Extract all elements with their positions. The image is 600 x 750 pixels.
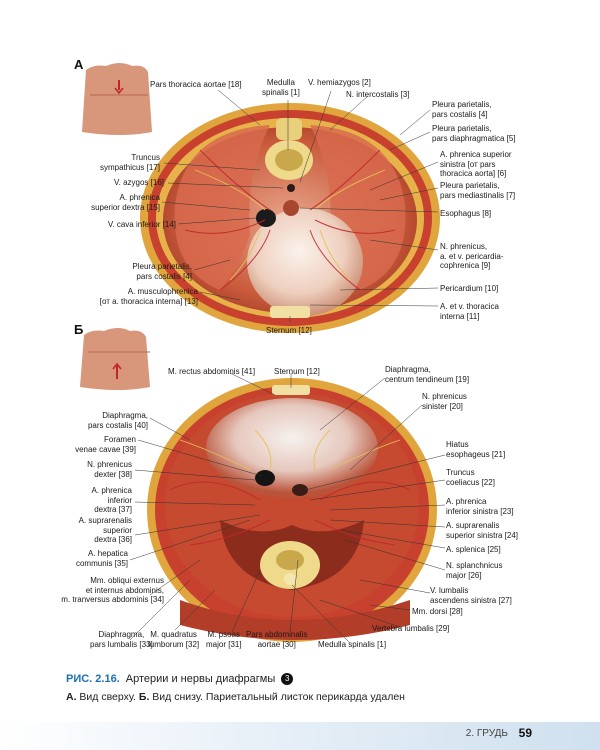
figure-caption: РИС. 2.16. Артерии и нервы диафрагмы 3 bbox=[66, 673, 294, 686]
label-sternum-b: Sternum [12] bbox=[274, 367, 320, 376]
panel-a-cross-section bbox=[82, 63, 440, 333]
vena-cava-a bbox=[256, 209, 276, 227]
label-pleura-costalis-left: Pleura parietalis, pars costalis [4] bbox=[132, 262, 192, 281]
section-name: 2. ГРУДЬ bbox=[465, 728, 508, 739]
label-pericardium: Pericardium [10] bbox=[440, 284, 499, 293]
label-centrum: Diaphragma, centrum tendineum [19] bbox=[385, 365, 470, 384]
page-number: 59 bbox=[518, 726, 532, 740]
torso-thumbnail-a bbox=[82, 63, 152, 135]
label-medulla-a: Medulla spinalis [1] bbox=[262, 78, 300, 97]
label-dorsi: Mm. dorsi [28] bbox=[412, 607, 463, 616]
figure-title: Артерии и нервы диафрагмы bbox=[125, 673, 276, 685]
label-costalis-b: Diaphragma, pars costalis [40] bbox=[87, 411, 148, 430]
label-hepatica: A. hepatica communis [35] bbox=[75, 549, 128, 568]
sub-a-text: Вид сверху. bbox=[79, 691, 136, 703]
panel-b-cross-section bbox=[80, 328, 446, 644]
label-esophagus: Esophagus [8] bbox=[440, 209, 492, 218]
label-thoracica-interna: A. et v. thoracica interna [11] bbox=[440, 302, 499, 321]
label-pleura-mediast: Pleura parietalis, pars mediastinalis [7… bbox=[440, 181, 516, 200]
label-lumbalis: V. lumbalis ascendens sinistra [27] bbox=[430, 586, 512, 605]
panel-letter-b: Б bbox=[74, 322, 84, 337]
label-suprarenalis-sin: A. suprarenalis superior sinistra [24] bbox=[446, 521, 519, 540]
figure-illustration bbox=[80, 63, 446, 644]
torso-thumbnail-b bbox=[80, 328, 150, 390]
label-lumbalis-diaphr: Diaphragma, pars lumbalis [33] bbox=[90, 630, 153, 649]
label-phrenica-sup-sin: A. phrenica superior sinistra [от pars t… bbox=[440, 150, 512, 178]
label-pleura-diaphr: Pleura parietalis, pars diaphragmatica [… bbox=[432, 124, 516, 143]
label-vena-cava-a: V. cava inferior [14] bbox=[107, 220, 176, 229]
label-hemiazygos: V. hemiazygos [2] bbox=[308, 78, 371, 87]
mm-dorsi-b bbox=[180, 600, 410, 640]
label-splanchnicus: N. splanchnicus major [26] bbox=[446, 561, 503, 580]
info-icon[interactable]: 3 bbox=[281, 673, 294, 686]
label-pars-abdominalis: Pars abdominalis aortae [30] bbox=[246, 630, 308, 649]
pericardium-a bbox=[247, 208, 363, 316]
label-azygos: V. azygos [16] bbox=[114, 178, 164, 187]
figure-number: РИС. 2.16. bbox=[66, 673, 120, 685]
label-phrenicus-a: N. phrenicus, a. et v. pericardia- cophr… bbox=[440, 242, 504, 270]
label-phrenica-inf-dex: A. phrenica inferior dextra [37] bbox=[91, 486, 132, 514]
centrum-tendineum-b bbox=[206, 398, 378, 498]
label-pars-thoracica: Pars thoracica aortae [18] bbox=[150, 80, 242, 89]
label-quadratus: M. quadratus lumborum [32] bbox=[148, 630, 200, 649]
label-intercostalis: N. intercostalis [3] bbox=[346, 90, 410, 99]
label-phrenica-inf-sin: A. phrenica inferior sinistra [23] bbox=[446, 497, 514, 516]
label-phrenica-dextra: A. phrenica superior dextra [15] bbox=[91, 193, 160, 212]
label-hiatus: Hiatus esophageus [21] bbox=[446, 440, 506, 459]
label-vertebra-lumbalis: Vertebra lumbalis [29] bbox=[372, 624, 450, 633]
figure-subcaption: А. Вид сверху. Б. Вид снизу. Париетальны… bbox=[66, 691, 405, 703]
label-phrenicus-dex: N. phrenicus dexter [38] bbox=[87, 460, 132, 479]
label-suprarenalis-dex: A. suprarenalis superior dextra [36] bbox=[78, 516, 132, 544]
label-phrenicus-sin: N. phrenicus sinister [20] bbox=[422, 392, 467, 411]
label-medulla-b: Medulla spinalis [1] bbox=[318, 640, 387, 649]
label-sternum-a: Sternum [12] bbox=[266, 326, 312, 335]
sub-a-letter: А. bbox=[66, 691, 77, 703]
sub-b-text: Вид снизу. Париетальный листок перикарда… bbox=[152, 691, 405, 703]
label-foramen: Foramen venae cavae [39] bbox=[75, 435, 136, 454]
page-footer: 2. ГРУДЬ 59 bbox=[0, 722, 600, 750]
label-psoas: M. psoas major [31] bbox=[206, 630, 242, 649]
sternum-a bbox=[270, 306, 310, 318]
label-musculophrenica: A. musculophrenica [от a. thoracica inte… bbox=[99, 287, 198, 306]
label-coeliacus: Truncus coeliacus [22] bbox=[446, 468, 495, 487]
label-splenica: A. splenica [25] bbox=[446, 545, 501, 554]
label-obliqui: Mm. obliqui externus et internus abdomin… bbox=[61, 576, 164, 604]
panel-letter-a: А bbox=[74, 57, 84, 72]
label-rectus: M. rectus abdominis [41] bbox=[168, 367, 256, 376]
sub-b-letter: Б. bbox=[138, 691, 150, 703]
label-truncus-sympathicus: Truncus sympathicus [17] bbox=[99, 153, 160, 172]
label-pleura-costalis: Pleura parietalis, pars costalis [4] bbox=[432, 100, 492, 119]
